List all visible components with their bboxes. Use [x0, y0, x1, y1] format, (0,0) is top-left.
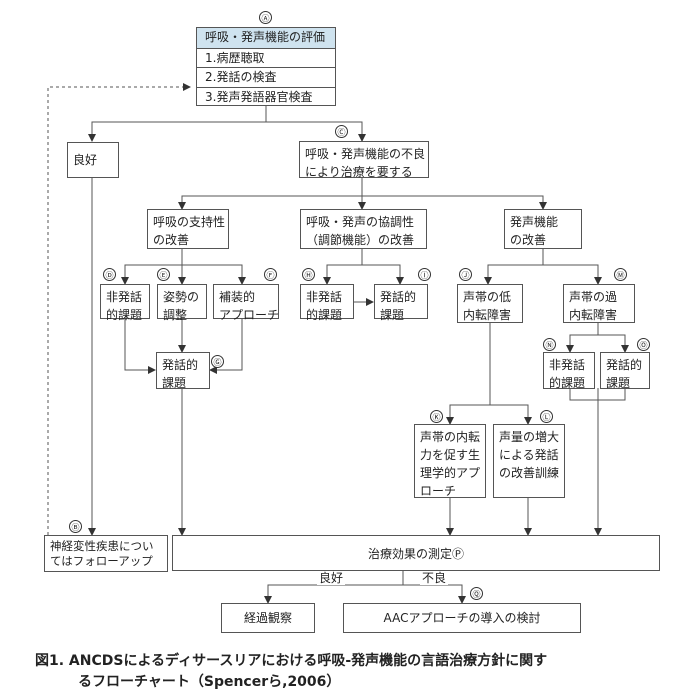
edge-label-poor: 不良	[420, 571, 449, 585]
node-posture-e: 姿勢の 調整	[157, 284, 207, 322]
evaluation-item: 2.発話の検査	[197, 67, 335, 87]
node-aac-consideration-q: AACアプローチの導入の検討	[343, 603, 581, 633]
marker-l: Ⓛ	[540, 410, 553, 423]
caption-line: るフローチャート（Spencerら,2006）	[78, 674, 341, 690]
evaluation-title: 呼吸・発声機能の評価	[197, 28, 335, 48]
marker-o: Ⓞ	[637, 338, 650, 351]
node-nonspeech-tasks-d: 非発話 的課題	[100, 284, 150, 322]
marker-c: Ⓒ	[335, 125, 348, 138]
marker-n: Ⓝ	[543, 338, 556, 351]
node-poor: 呼吸・発声機能の不良 により治療を要する	[299, 141, 429, 179]
node-speech-tasks-g: 発話的 課題	[156, 352, 210, 390]
evaluation-item: 1.病歴聴取	[197, 47, 335, 68]
marker-i: Ⓘ	[418, 268, 431, 281]
node-nonspeech-tasks-n: 非発話 的課題	[543, 352, 595, 390]
marker-j: Ⓙ	[459, 268, 472, 281]
node-observation: 経過観察	[221, 603, 315, 633]
marker-d: Ⓓ	[103, 268, 116, 281]
marker-q: Ⓠ	[470, 587, 483, 600]
node-hypoadduction-j: 声帯の低 内転障害	[457, 284, 523, 323]
node-respiratory-support: 呼吸の支持性 の改善	[147, 209, 229, 249]
marker-h: Ⓗ	[302, 268, 315, 281]
node-speech-tasks-i: 発話的 課題	[374, 284, 428, 322]
node-physiological-approach-k: 声帯の内転 力を促す生 理学的アプ ローチ	[414, 424, 486, 498]
node-speech-tasks-o: 発話的 課題	[600, 352, 650, 390]
node-hyperadduction-m: 声帯の過 内転障害	[563, 284, 635, 323]
node-treatment-measurement-p: 治療効果の測定Ⓟ	[172, 535, 660, 571]
caption-line: 図1. ANCDSによるディサースリアにおける呼吸‐発声機能の言語治療方針に関す	[35, 653, 548, 669]
node-prosthetic-f: 補装的 アプローチ	[213, 284, 279, 322]
node-nonspeech-tasks-h: 非発話 的課題	[300, 284, 354, 322]
marker-k: Ⓚ	[430, 410, 443, 423]
node-loudness-training-l: 声量の増大 による発話 の改善訓練	[493, 424, 565, 498]
evaluation-item: 3.発声発語器官検査	[197, 86, 335, 107]
marker-a: Ⓐ	[259, 11, 272, 24]
marker-e: Ⓔ	[157, 268, 170, 281]
marker-f: Ⓕ	[264, 268, 277, 281]
node-phonatory-function: 発声機能 の改善	[504, 209, 582, 249]
marker-b: Ⓑ	[69, 520, 82, 533]
marker-g: Ⓖ	[211, 355, 224, 368]
node-neurodegenerative-followup-b: 神経変性疾患につい てはフォローアップ	[44, 535, 168, 572]
figure-caption: 図1. ANCDSによるディサースリアにおける呼吸‐発声機能の言語治療方針に関す…	[35, 651, 675, 693]
edge-label-good: 良好	[317, 571, 346, 585]
node-good: 良好	[67, 142, 119, 178]
evaluation-box: 呼吸・発声機能の評価 1.病歴聴取 2.発話の検査 3.発声発語器官検査	[196, 27, 336, 106]
marker-m: Ⓜ	[614, 268, 627, 281]
node-coordination: 呼吸・発声の協調性 （調節機能）の改善	[300, 209, 427, 249]
